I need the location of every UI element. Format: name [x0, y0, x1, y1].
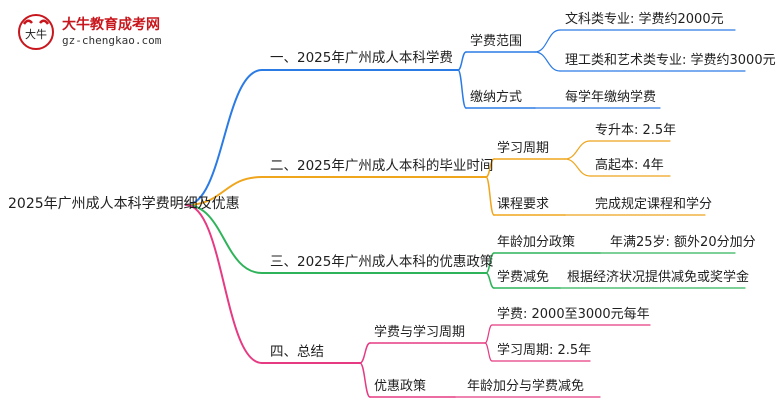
- connector-b1-child-1: [457, 51, 467, 71]
- connector-root-branch-1: [185, 69, 263, 206]
- branch-3-child-1: 年龄加分政策: [497, 235, 576, 250]
- branch-3-title: 三、2025年广州成人本科的优惠政策: [270, 254, 494, 270]
- mindmap-canvas: 大牛 大牛教育成考网 gz-chengkao.com 2025年广州成人本科学费…: [8, 8, 776, 398]
- branch-1-item-2: 理工类和艺术类专业: 学费约3000元: [565, 53, 776, 68]
- branch-4-child-1: 学费与学习周期: [374, 325, 466, 340]
- connector-b4-item-2: [484, 342, 493, 362]
- connector-b3-child-2: [485, 272, 495, 289]
- branch-1-title: 一、2025年广州成人本科学费: [270, 50, 453, 66]
- bull-logo-icon: 大牛: [18, 14, 54, 50]
- connector-b2-child-2: [485, 176, 495, 216]
- branch-3-item-1: 年满25岁: 额外20分加分: [610, 235, 756, 250]
- branch-4-item-2: 学习周期: 2.5年: [497, 343, 592, 358]
- connector-b1-item-2: [534, 51, 561, 72]
- root-node: 2025年广州成人本科学费明细及优惠: [8, 196, 240, 212]
- connector-b1-child-2: [457, 69, 467, 109]
- branch-3-child-2: 学费减免: [497, 270, 550, 285]
- logo-brand-text: 大牛教育成考网: [62, 17, 160, 33]
- branch-1-child-1: 学费范围: [470, 34, 523, 49]
- branch-4-title: 四、总结: [270, 344, 324, 360]
- connector-b2-child-1: [485, 158, 495, 178]
- site-logo[interactable]: 大牛 大牛教育成考网 gz-chengkao.com: [10, 8, 180, 54]
- connector-b2-item-1: [564, 140, 591, 160]
- branch-2-child-1: 学习周期: [497, 141, 550, 156]
- connector-b4-child-2: [359, 362, 371, 398]
- connector-b3-child-1: [485, 252, 495, 274]
- connector-b4-child-1: [359, 342, 371, 364]
- connector-b2-item-2: [564, 158, 591, 177]
- branch-2-item-3: 完成规定课程和学分: [595, 197, 713, 212]
- logo-mark-text: 大牛: [25, 27, 47, 41]
- branch-4-item-3: 年龄加分与学费减免: [467, 379, 585, 394]
- branch-1-child-2: 缴纳方式: [470, 90, 523, 105]
- connector-root-branch-2: [185, 176, 263, 206]
- branch-4-child-2: 优惠政策: [374, 379, 427, 394]
- branch-1-item-1: 文科类专业: 学费约2000元: [565, 12, 724, 27]
- branch-2-item-2: 高起本: 4年: [595, 158, 664, 173]
- connector-b1-item-1: [534, 29, 561, 53]
- branch-2-item-1: 专升本: 2.5年: [595, 123, 677, 138]
- branch-2-title: 二、2025年广州成人本科的毕业时间: [270, 158, 494, 174]
- branch-2-child-2: 课程要求: [497, 197, 550, 212]
- connector-b4-item-1: [484, 324, 493, 344]
- branch-1-item-3: 每学年缴纳学费: [565, 90, 657, 105]
- branch-3-item-2: 根据经济状况提供减免或奖学金: [567, 270, 750, 285]
- connector-root-branch-3: [185, 204, 263, 274]
- logo-url-text: gz-chengkao.com: [62, 34, 162, 47]
- connector-root-branch-4: [185, 204, 263, 364]
- connector-layer: [185, 29, 746, 398]
- branch-4-item-1: 学费: 2000至3000元每年: [497, 307, 650, 322]
